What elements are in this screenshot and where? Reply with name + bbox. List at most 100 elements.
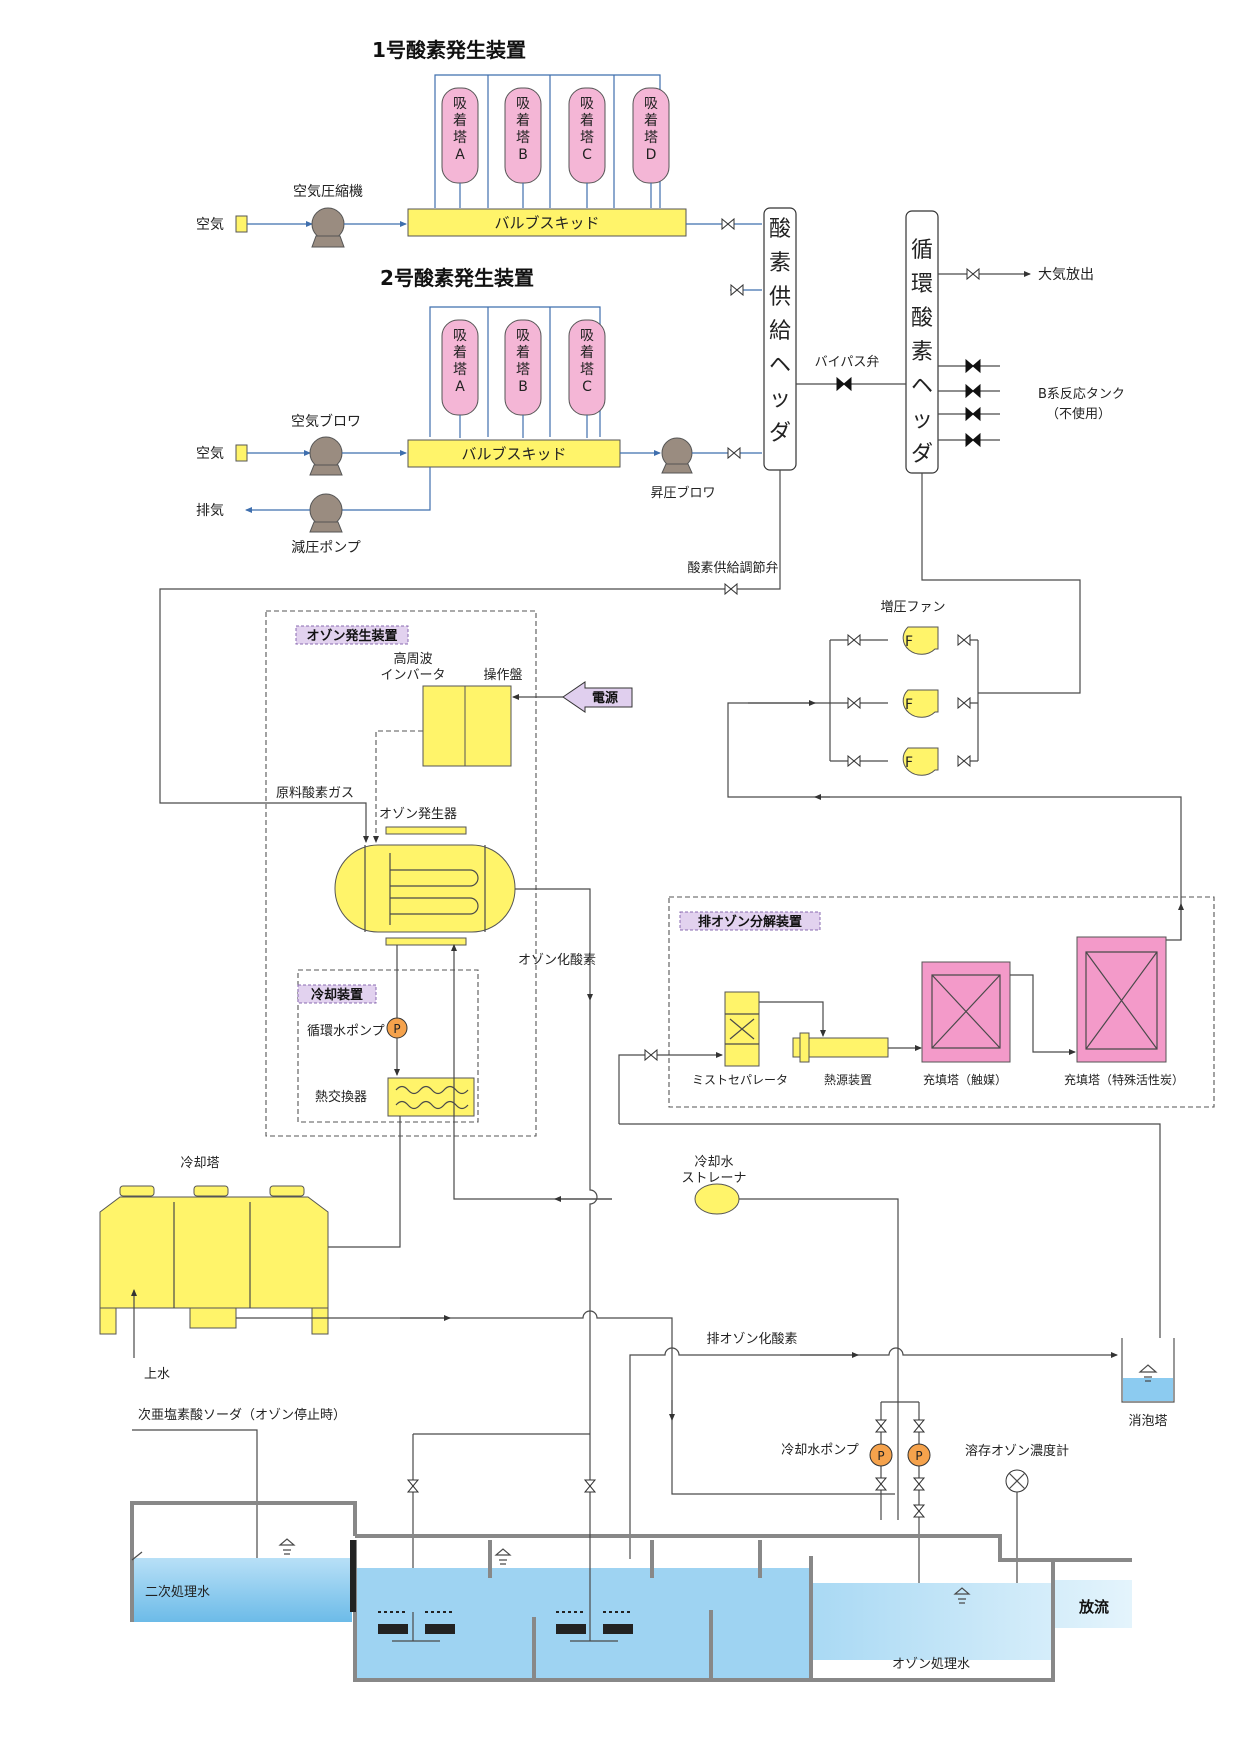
decomposer-title-box bbox=[679, 911, 821, 931]
oxygen-supply-header-label: 酸素供給ヘッダ bbox=[769, 217, 791, 446]
supply-header-vent-valve[interactable] bbox=[730, 283, 744, 297]
ozone-generation-unit: オゾン発生装置 高周波 インバータ 操作盤 電源 原料酸素ガス オゾン発生器 オ… bbox=[226, 610, 633, 1250]
heat-exchanger-label: 熱交換器 bbox=[315, 1089, 367, 1105]
cooling-tower bbox=[99, 1185, 329, 1335]
treatment-basin: 二次処理水 オゾン処理水 放流 bbox=[130, 1501, 1132, 1682]
heater-unit-label: 熱源装置 bbox=[824, 1073, 872, 1087]
circulation-pump-symbol: P bbox=[393, 1022, 400, 1036]
vacuum-pump bbox=[309, 493, 343, 527]
oxygen-headers: 酸素供給ヘッダ 循環酸素ヘッダ バイパス弁 大気放出 B系反応タンク （不使用）… bbox=[159, 207, 1125, 843]
strainer-label-1: 冷却水 bbox=[694, 1155, 733, 1170]
packed-tower-carbon-label: 充填塔（特殊活性炭） bbox=[1064, 1072, 1184, 1087]
unit2-outlet-valve[interactable] bbox=[727, 446, 741, 460]
high-frequency-inverter bbox=[422, 685, 466, 767]
cooling-water-pump-valves[interactable] bbox=[874, 1419, 926, 1518]
cooling-water-pump-label: 冷却水ポンプ bbox=[781, 1443, 859, 1458]
heater-flange bbox=[799, 1032, 810, 1063]
diffuser-valve-1[interactable] bbox=[406, 1479, 420, 1493]
decomposer-title: 排オゾン分解装置 bbox=[698, 914, 802, 930]
water-level-marks bbox=[278, 1538, 971, 1604]
circulation-pump-label: 循環水ポンプ bbox=[307, 1024, 385, 1039]
generator-top-plate bbox=[385, 826, 467, 835]
air-blower bbox=[309, 436, 343, 470]
packed-tower-catalyst-label: 充填塔（触媒） bbox=[923, 1072, 1007, 1087]
svg-text:F: F bbox=[905, 755, 913, 771]
unit1-title: 1号酸素発生装置 bbox=[372, 38, 526, 62]
strainer-label-2: ストレーナ bbox=[681, 1171, 746, 1186]
oxygen-supply-control-valve[interactable] bbox=[724, 582, 738, 596]
svg-text:F: F bbox=[905, 634, 913, 650]
diffuser-valve-2[interactable] bbox=[583, 1479, 597, 1493]
svg-text:F: F bbox=[905, 697, 913, 713]
antifoam-tower-label: 消泡塔 bbox=[1128, 1414, 1167, 1429]
unit2-valve-skid-label: バルブスキッド bbox=[461, 445, 566, 463]
feed-oxygen-gas-label: 原料酸素ガス bbox=[276, 786, 354, 801]
cooling-water-pump-2: P bbox=[907, 1443, 931, 1467]
control-panel bbox=[464, 685, 512, 767]
power-source-arrow bbox=[562, 681, 633, 713]
cooling-unit-title: 冷却装置 bbox=[311, 987, 363, 1003]
weir-gate bbox=[350, 1540, 356, 1612]
air-blower-label: 空気ブロワ bbox=[291, 413, 361, 430]
svg-text:P: P bbox=[915, 1449, 922, 1463]
unit1-air-label: 空気 bbox=[196, 217, 224, 233]
b-tank-unused-label: （不使用） bbox=[1046, 406, 1111, 422]
ozone-generation-unit-title: オゾン発生装置 bbox=[306, 628, 397, 644]
b-tank-label: B系反応タンク bbox=[1038, 387, 1125, 402]
generator-bottom-plate bbox=[385, 937, 467, 946]
ozone-treated-water bbox=[811, 1580, 1132, 1660]
dissolved-ozone-meter-label: 溶存オゾン濃度計 bbox=[965, 1443, 1069, 1459]
inverter-label-2: インバータ bbox=[380, 668, 445, 683]
unit1-air-inlet bbox=[235, 215, 248, 233]
mist-separator-label: ミストセパレータ bbox=[692, 1073, 788, 1087]
atmosphere-valve[interactable] bbox=[966, 267, 980, 281]
ozone-generator bbox=[334, 844, 516, 933]
unit2-valve-skid bbox=[407, 439, 621, 468]
b-tank-valves[interactable] bbox=[965, 358, 981, 448]
secondary-water-label: 二次処理水 bbox=[145, 1584, 210, 1600]
decomposer-border bbox=[668, 896, 1215, 1108]
ozone-generator-label: オゾン発生器 bbox=[379, 807, 457, 822]
unit1-valve-skid-label: バルブスキッド bbox=[494, 214, 599, 232]
bypass-valve[interactable] bbox=[836, 376, 852, 392]
ozone-treated-water-label: オゾン処理水 bbox=[892, 1657, 970, 1672]
power-source-label: 電源 bbox=[592, 690, 618, 706]
unit2-air-inlet bbox=[235, 444, 248, 462]
inverter-label-1: 高周波 bbox=[393, 651, 432, 667]
control-panel-label: 操作盤 bbox=[483, 667, 522, 683]
booster-fan-2: F bbox=[902, 689, 939, 718]
atmosphere-release-label: 大気放出 bbox=[1038, 267, 1094, 283]
cooling-water-system: 冷却塔 上水 冷却水 ストレーナ 排オゾン化酸素 bbox=[99, 1000, 1175, 1641]
booster-fans: 増圧ファン F F F bbox=[727, 473, 1182, 941]
ozone-generation-unit-title-box bbox=[295, 625, 409, 645]
unit1-outlet-valve[interactable] bbox=[721, 217, 735, 231]
svg-text:P: P bbox=[877, 1449, 884, 1463]
booster-fans-title: 増圧ファン bbox=[880, 600, 945, 615]
unit1-valve-skid bbox=[407, 208, 687, 237]
unit2-air-label: 空気 bbox=[196, 446, 224, 462]
ozone-generation-unit-border bbox=[265, 610, 537, 1137]
unit2-title: 2号酸素発生装置 bbox=[380, 266, 534, 290]
cooling-water-strainer bbox=[694, 1183, 740, 1215]
fan-valves[interactable] bbox=[847, 633, 971, 768]
decomposer-inlet-valve[interactable] bbox=[644, 1048, 658, 1062]
cooling-unit-border bbox=[297, 969, 479, 1123]
booster-fan-1: F bbox=[902, 626, 939, 655]
diffusers-2 bbox=[556, 1513, 633, 1642]
cooling-unit-title-box bbox=[297, 984, 377, 1004]
exhaust-ozone-label: 排オゾン化酸素 bbox=[706, 1332, 797, 1347]
circulation-oxygen-header-label: 循環酸素ヘッダ bbox=[911, 238, 933, 467]
booster-blower-label: 昇圧ブロワ bbox=[650, 485, 715, 501]
cooling-water-pump-1: P bbox=[869, 1443, 893, 1467]
supply-water-label: 上水 bbox=[144, 1367, 170, 1382]
